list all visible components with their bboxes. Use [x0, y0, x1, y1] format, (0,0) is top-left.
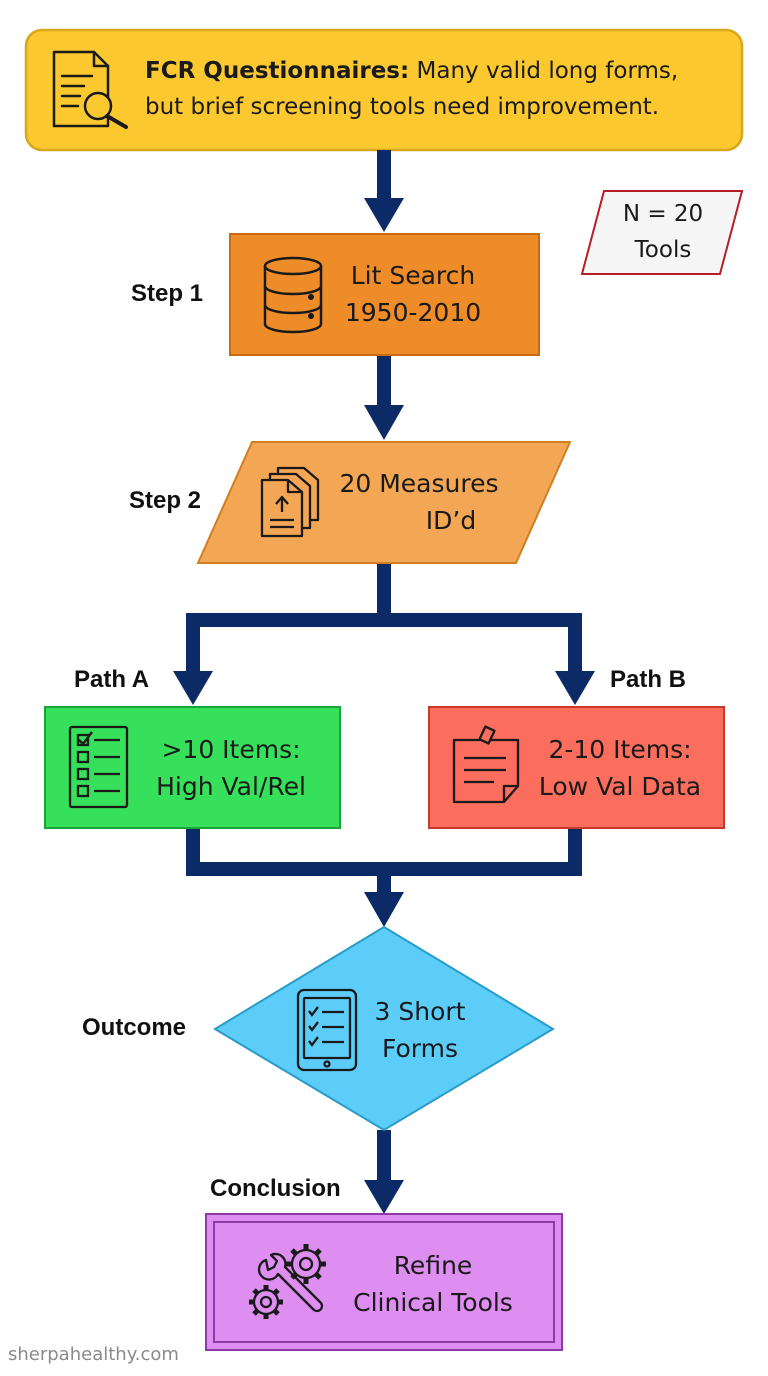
lit-search-line-1: Lit Search [350, 260, 476, 290]
path-b-label: Path B [610, 666, 687, 693]
path-a-line-1: >10 Items: [161, 734, 301, 764]
path-b-line-1: 2-10 Items: [548, 734, 692, 764]
conclusion-line-1: Refine [393, 1250, 473, 1280]
header-line-1: FCR Questionnaires: Many valid long form… [145, 54, 735, 90]
count-badge-text: N = 20 Tools [600, 198, 726, 268]
path-a-text: >10 Items: High Val/Rel [140, 728, 322, 808]
watermark: sherpahealthy.com [8, 1344, 179, 1365]
outcome-diamond [213, 925, 555, 1132]
gears-wrench-icon [249, 1244, 326, 1319]
path-b-line-2: Low Val Data [538, 772, 702, 801]
count-badge [580, 190, 744, 275]
tablet-checklist-icon [296, 988, 358, 1072]
path-a-label: Path A [74, 666, 150, 693]
outcome-label: Outcome [82, 1014, 187, 1041]
lit-search-text: Lit Search 1950-2010 [330, 254, 496, 334]
header-line-1-rest: Many valid long forms, [416, 58, 679, 84]
outcome-text: 3 Short Forms [362, 990, 478, 1070]
path-b-text: 2-10 Items: Low Val Data [530, 728, 710, 808]
header-title: FCR Questionnaires: [145, 58, 410, 84]
lit-search-line-2: 1950-2010 [344, 298, 482, 327]
conclusion-text: Refine Clinical Tools [340, 1244, 526, 1324]
conclusion-box [213, 1221, 555, 1343]
measures-line-1: 20 Measures [339, 468, 499, 498]
measures-text: 20 Measures ID’d [324, 462, 514, 542]
path-b-box [428, 706, 725, 829]
database-icon [263, 256, 323, 334]
outcome-line-1: 3 Short [374, 996, 466, 1026]
connector-arrows [173, 150, 595, 1214]
step-1-label: Step 1 [131, 280, 204, 307]
checklist-icon [68, 725, 129, 809]
conclusion-line-2: Clinical Tools [353, 1288, 513, 1317]
path-a-line-2: High Val/Rel [156, 772, 306, 801]
header-text: FCR Questionnaires: Many valid long form… [145, 54, 735, 125]
document-search-icon [52, 50, 128, 129]
count-badge-line-1: N = 20 [622, 201, 704, 228]
outcome-line-2: Forms [381, 1034, 458, 1063]
header-line-2: but brief screening tools need improveme… [145, 93, 660, 120]
count-badge-line-2: Tools [634, 237, 692, 263]
conclusion-label: Conclusion [210, 1175, 341, 1202]
sticky-note-icon [452, 725, 520, 804]
documents-icon [260, 466, 320, 538]
step-2-label: Step 2 [129, 487, 202, 514]
measures-line-2: ID’d [425, 506, 477, 535]
